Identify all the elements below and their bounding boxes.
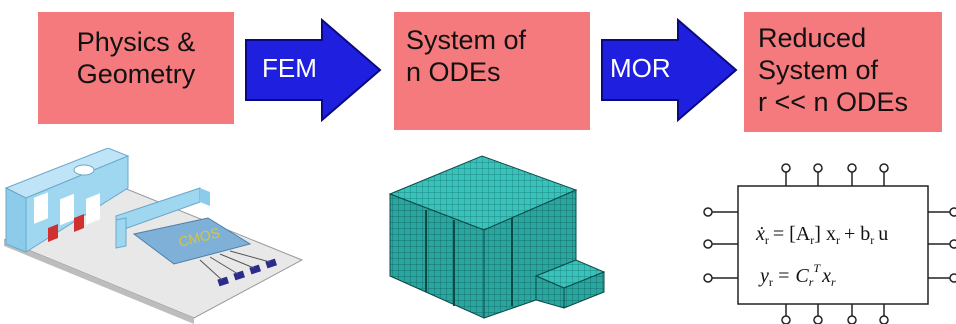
fem-mesh-illustration [388, 155, 606, 319]
mor-label: MOR [610, 53, 671, 83]
box-line: System of [406, 25, 527, 55]
system-of-odes-box: System of n ODEs [394, 12, 590, 130]
box-line: Geometry [76, 59, 196, 89]
physics-geometry-box: Physics & Geometry [38, 12, 234, 124]
box-line: Reduced [758, 23, 867, 53]
box-line: Physics & [76, 27, 196, 57]
fem-arrow [245, 18, 382, 122]
mor-arrow [601, 18, 738, 122]
box-line: r << n ODEs [758, 87, 909, 117]
reduced-system-box: Reduced System of r << n ODEs [744, 12, 942, 132]
box-line: System of [758, 55, 879, 85]
mems-device-illustration: CMOS [4, 148, 304, 324]
fem-label: FEM [262, 53, 317, 83]
box-line: n ODEs [406, 57, 501, 87]
